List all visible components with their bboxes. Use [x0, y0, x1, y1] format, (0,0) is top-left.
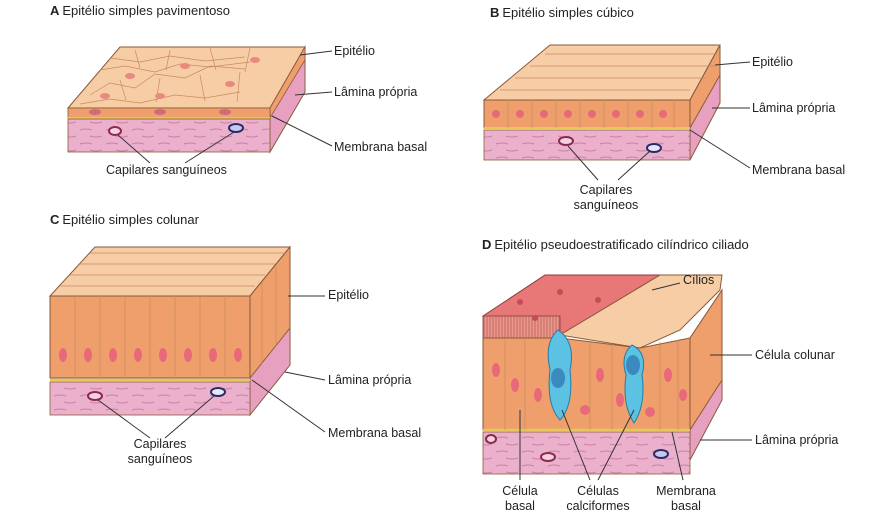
panel-b-block	[482, 44, 721, 161]
panel-d-label-caliciformes: Células calciformes	[558, 484, 638, 514]
panel-a-label-membrana: Membrana basal	[334, 140, 428, 154]
panel-b-label-lamina: Lâmina própria	[752, 101, 836, 115]
panel-d-label-celula-basal: Célula basal	[490, 484, 550, 514]
panel-a-block	[66, 45, 306, 154]
panel-c-label-capilares: Capilares sanguíneos	[120, 437, 200, 467]
panel-b-label-capilares-line2: sanguíneos	[573, 198, 639, 212]
panel-d-label-celula-basal-line1: Célula	[502, 484, 538, 498]
panel-a-label-epitelio: Epitélio	[334, 44, 375, 58]
panel-d-label-celula-basal-line2: basal	[505, 499, 535, 513]
panel-c-label-epitelio: Epitélio	[328, 288, 369, 302]
panel-b-letter: B	[490, 5, 500, 20]
panel-d-label-lamina: Lâmina própria	[755, 433, 839, 447]
panel-c-leaders	[97, 295, 326, 439]
panel-a-leaders	[117, 50, 333, 164]
panel-c-label-capilares-line2: sanguíneos	[127, 452, 193, 466]
panel-d-label-membrana-line2: basal	[671, 499, 701, 513]
panel-d-label-caliciformes-line2: calciformes	[566, 499, 630, 513]
panel-b-label-capilares: Capilares sanguíneos	[566, 183, 646, 213]
panel-a-label-capilares: Capilares sanguíneos	[106, 163, 227, 177]
panel-a-letter: A	[50, 3, 60, 18]
panel-b-label-epitelio: Epitélio	[752, 55, 793, 69]
panel-b-leaders	[567, 61, 751, 181]
panel-b-title-text: Epitélio simples cúbico	[502, 5, 634, 20]
panel-d-label-celula-colunar: Célula colunar	[755, 348, 835, 362]
panel-d-block	[481, 274, 723, 475]
panel-d-label-caliciformes-line1: Células	[577, 484, 619, 498]
panel-c-block	[48, 245, 292, 417]
panel-d-label-cilios: Cílios	[683, 273, 715, 287]
panel-b-label-capilares-line1: Capilares	[579, 183, 633, 197]
panel-d-label-membrana: Membrana basal	[646, 484, 726, 514]
panel-d-leaders	[519, 282, 752, 481]
panel-d-label-membrana-line1: Membrana	[656, 484, 716, 498]
panel-a-title-text: Epitélio simples pavimentoso	[62, 3, 231, 18]
panel-a-label-lamina: Lâmina própria	[334, 85, 418, 99]
panel-d-letter: D	[482, 237, 492, 252]
panel-c-letter: C	[50, 212, 60, 227]
panel-b-label-membrana: Membrana basal	[752, 163, 846, 177]
panel-c-label-lamina: Lâmina própria	[328, 373, 412, 387]
panel-d-title-text: Epitélio pseudoestratificado cilíndrico …	[494, 237, 749, 252]
panel-c-label-membrana: Membrana basal	[328, 426, 422, 440]
panel-c-title-text: Epitélio simples colunar	[62, 212, 199, 227]
panel-c-label-capilares-line1: Capilares	[133, 437, 187, 451]
